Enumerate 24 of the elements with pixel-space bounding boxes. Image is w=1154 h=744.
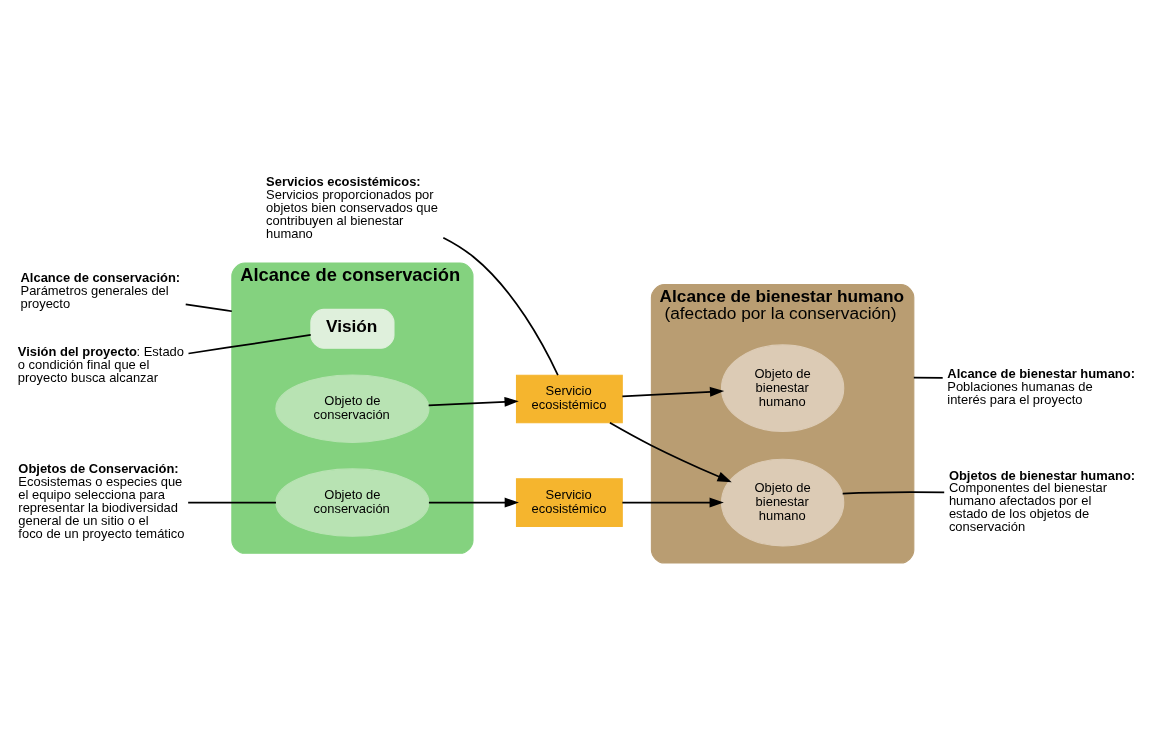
arrow: [609, 421, 732, 483]
arrow: [428, 497, 519, 508]
connector: [841, 491, 946, 495]
node-ellipse: Objeto de bienestar humano: [720, 344, 845, 433]
connector: [184, 303, 233, 313]
node-ellipse: Objeto de bienestar humano: [720, 458, 845, 547]
arrow: [621, 497, 724, 508]
connector: [442, 236, 559, 376]
connector: [912, 376, 944, 379]
node-box: Visión: [310, 308, 395, 349]
node-text: Alcance de conservación: Parámetros generales del proyecto: [20, 269, 181, 311]
node-ellipse: Objeto de conservación: [275, 374, 430, 443]
node-text: Objetos de Conservación: Ecosistemas o especies que el equipo selecciona para representar la biodiversidad general de un sitio o el foco de un proyecto temático: [18, 461, 185, 541]
node-box: Servicio ecosistémico: [515, 478, 623, 527]
arrow: [621, 386, 725, 398]
node-ellipse: Objeto de conservación: [275, 468, 430, 537]
node-text: Objetos de bienestar humano: Componentes del bienestar humano afectados por el estado de los objetos de conservación: [948, 467, 1136, 535]
arrow: [427, 396, 519, 407]
connector: [187, 501, 277, 504]
node-box: Servicio ecosistémico: [515, 374, 623, 424]
connector: [187, 334, 312, 355]
node-text: Alcance de bienestar humano: Poblaciones humanas de interés para el proyecto: [947, 366, 1135, 407]
node-text: Visión del proyecto: Estado o condición final que el proyecto busca alcanzar: [17, 344, 185, 386]
node-text: Servicios ecosistémicos: Servicios proporcionados por objetos bien conservados que contribuyen al bienestar humano: [266, 173, 438, 241]
